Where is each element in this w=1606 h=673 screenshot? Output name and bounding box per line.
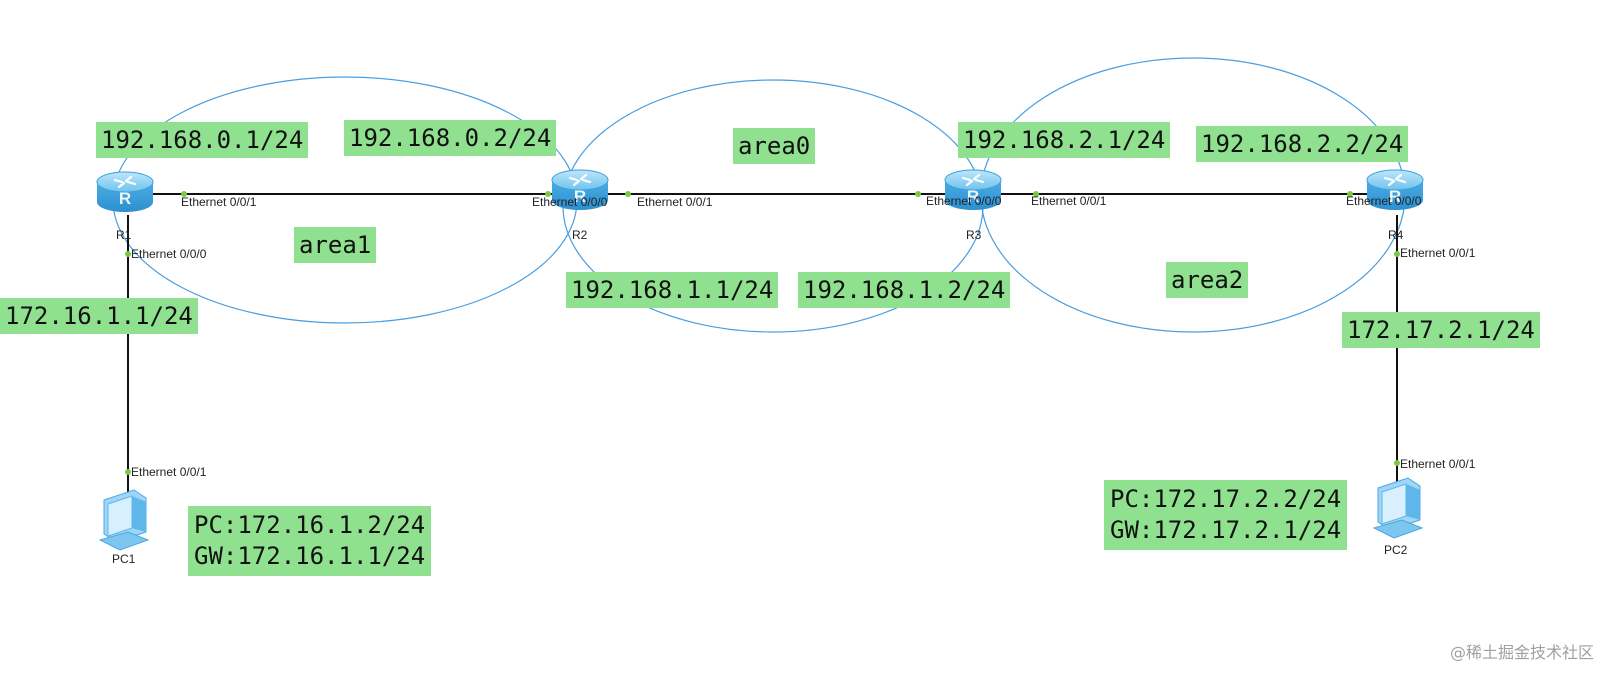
pc1-gateway: GW:172.16.1.1/24 [194, 542, 426, 570]
ip-label-r1-area1: 192.168.0.1/24 [96, 122, 309, 158]
port-dot-pc2-e001 [1394, 460, 1400, 466]
ip-label-r3-area2: 192.168.2.1/24 [958, 122, 1171, 158]
ip-label-r2-area0: 192.168.1.1/24 [566, 272, 779, 308]
ip-label-r3-area0: 192.168.1.2/24 [798, 272, 1011, 308]
router-icon[interactable] [95, 170, 155, 214]
device-label-r1: R1 [116, 228, 132, 242]
pc2-gateway: GW:172.17.2.1/24 [1110, 516, 1342, 544]
pc-icon[interactable] [99, 489, 149, 551]
ip-label-r2-area1: 192.168.0.2/24 [344, 120, 557, 156]
port-label-r3-e000: Ethernet 0/0/0 [926, 194, 1002, 208]
port-dot-pc1-e001 [125, 469, 131, 475]
area-label-area2: area2 [1166, 262, 1249, 298]
area-label-area1: area1 [294, 227, 377, 263]
port-label-r2-e000: Ethernet 0/0/0 [532, 195, 608, 209]
pc-icon[interactable] [1373, 477, 1423, 539]
port-dot-r3-e001 [1033, 191, 1039, 197]
port-label-pc1-e001: Ethernet 0/0/1 [131, 465, 207, 479]
port-label-r4-e000: Ethernet 0/0/0 [1346, 194, 1422, 208]
port-dot-r2-e001 [625, 191, 631, 197]
pc2-info-label: PC:172.17.2.2/24 GW:172.17.2.1/24 [1104, 480, 1348, 550]
port-dot-r2-e000 [545, 191, 551, 197]
area-label-area0: area0 [733, 128, 816, 164]
port-dot-r1-e001 [181, 191, 187, 197]
pc1-info-label: PC:172.16.1.2/24 GW:172.16.1.1/24 [188, 506, 432, 576]
port-label-r1-e001: Ethernet 0/0/1 [181, 195, 257, 209]
pc2-ip: PC:172.17.2.2/24 [1110, 485, 1342, 513]
watermark: @稀土掘金技术社区 [1449, 643, 1594, 662]
port-dot-r4-e001 [1394, 251, 1400, 257]
port-label-r1-e000: Ethernet 0/0/0 [131, 247, 207, 261]
device-label-r4: R4 [1388, 228, 1404, 242]
device-label-pc2: PC2 [1384, 543, 1408, 557]
port-label-r4-e001: Ethernet 0/0/1 [1400, 246, 1476, 260]
device-label-r2: R2 [572, 228, 588, 242]
ip-label-r1-lan: 172.16.1.1/24 [0, 298, 198, 334]
ip-label-r4-lan: 172.17.2.1/24 [1342, 312, 1540, 348]
port-dot-r4-e000 [1347, 191, 1353, 197]
port-label-pc2-e001: Ethernet 0/0/1 [1400, 457, 1476, 471]
port-dot-r3-e000 [915, 191, 921, 197]
port-label-r3-e001: Ethernet 0/0/1 [1031, 194, 1107, 208]
device-label-pc1: PC1 [112, 552, 136, 566]
ip-label-r4-area2: 192.168.2.2/24 [1196, 126, 1409, 162]
pc1-ip: PC:172.16.1.2/24 [194, 511, 426, 539]
device-label-r3: R3 [966, 228, 982, 242]
port-label-r2-e001: Ethernet 0/0/1 [637, 195, 713, 209]
port-dot-r1-e000 [125, 251, 131, 257]
